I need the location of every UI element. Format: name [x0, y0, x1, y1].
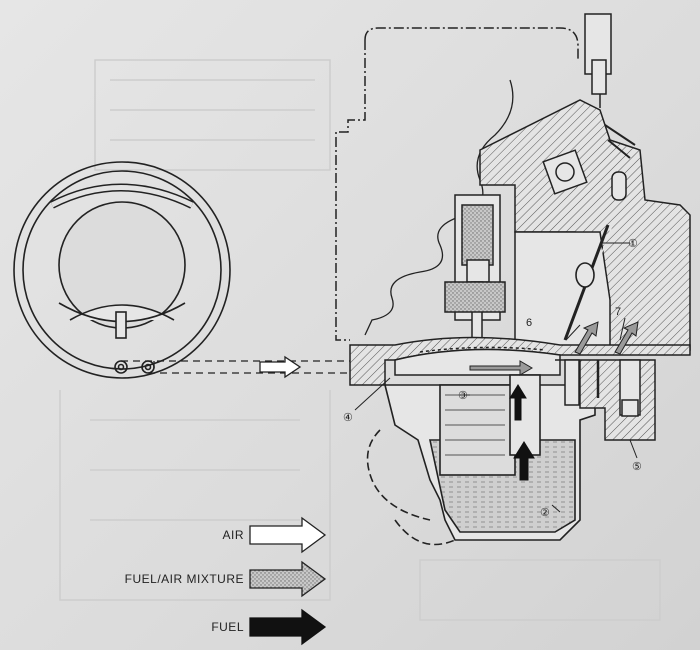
fuel-flow-arrows — [509, 384, 535, 481]
throttle-valve — [563, 224, 613, 342]
callout-labels: ① ② ③ ④ ⑤ 6 7 — [343, 238, 642, 519]
legend-fuel: FUEL — [211, 608, 327, 646]
callout-2: ② — [540, 507, 550, 519]
air-cleaner-front-view — [13, 161, 231, 379]
float-bowl — [366, 374, 596, 546]
cutaway-boundary — [364, 79, 514, 336]
passage-air-arrow — [259, 355, 302, 379]
carburetor-upper-body — [479, 13, 691, 351]
callout-5: ⑤ — [632, 461, 642, 473]
callout-6: 6 — [526, 317, 532, 329]
ghost-background-drawing — [59, 59, 661, 621]
callout-4: ④ — [343, 412, 353, 424]
vacuum-piston — [444, 194, 506, 343]
legend-mixture: FUEL/AIR MIXTURE — [125, 560, 327, 598]
callout-leaders — [354, 242, 638, 513]
air-passage-dashed-lines — [121, 360, 385, 374]
callout-3: ③ — [458, 390, 468, 402]
legend-fuel-label: FUEL — [211, 620, 244, 634]
legend-air: AIR — [222, 516, 327, 554]
legend-mixture-label: FUEL/AIR MIXTURE — [125, 572, 244, 586]
mixture-flow-arrows — [469, 321, 639, 376]
pilot-chamber — [555, 359, 656, 441]
air-arrow-icon — [249, 516, 327, 554]
legend: AIR FUEL/AIR MIXTURE FUEL — [125, 516, 327, 646]
air-jet-port-left-icon — [114, 360, 128, 374]
carburetor-cover-outline — [335, 27, 579, 341]
callout-1: ① — [628, 238, 638, 250]
callout-7: 7 — [615, 306, 621, 318]
legend-air-label: AIR — [222, 528, 244, 542]
mixture-arrow-icon — [249, 560, 327, 598]
fuel-arrow-icon — [249, 608, 327, 646]
